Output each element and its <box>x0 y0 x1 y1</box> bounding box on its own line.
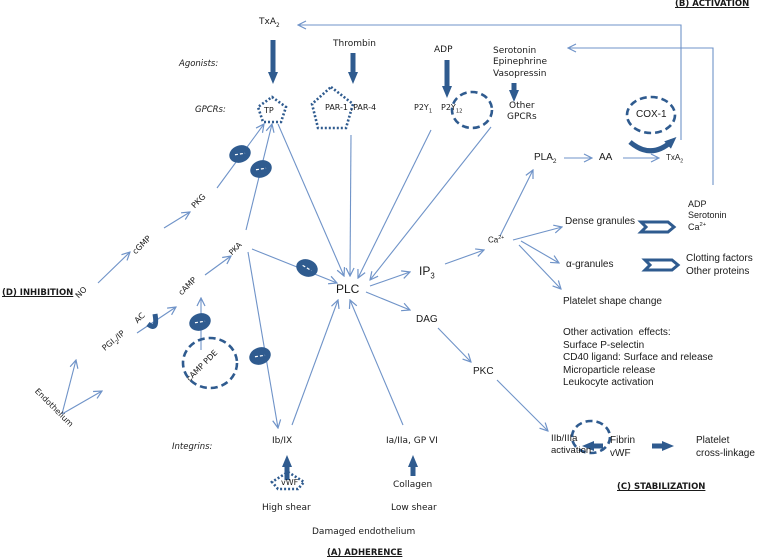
plc-to-dag <box>365 291 410 310</box>
dag-to-pkc <box>437 327 471 362</box>
dense-granules-label: Dense granules <box>565 216 636 227</box>
ip3-to-ca <box>444 250 484 265</box>
receptor-shapes <box>256 85 355 491</box>
agonists-row-label: Agonists: <box>179 59 219 69</box>
tp-receptor-pentagon <box>256 95 288 124</box>
shape-change-label: Platelet shape change <box>563 296 662 307</box>
ac-curved-arrow <box>146 313 159 329</box>
iib-iiia-circle <box>570 419 612 455</box>
receptor-p2y1: P2Y1 <box>414 103 433 115</box>
inhibitor-icon <box>249 347 271 365</box>
par-to-plc <box>350 134 351 276</box>
node-plc: PLC <box>336 282 360 296</box>
low-shear-label: Low shear <box>391 503 437 513</box>
ca-to-pla2 <box>499 170 533 237</box>
receptor-par: PAR-1 ,PAR-4 <box>325 103 377 112</box>
node-aa: AA <box>599 152 613 163</box>
camp-pde-circle <box>181 336 239 390</box>
other-gpcr-to-plc <box>370 126 492 280</box>
integrin-ia-iia-gpvi: Ia/IIa, GP VI <box>386 436 438 446</box>
inhibitor-symbols <box>189 145 318 365</box>
high-shear-label: High shear <box>262 503 311 513</box>
node-ip3: IP3 <box>419 264 435 281</box>
p2y1-to-plc <box>358 129 432 278</box>
vwf-pentagon <box>270 470 306 491</box>
pkc-to-iib <box>496 379 548 431</box>
damaged-endothelium-label: Damaged endothelium <box>312 527 416 537</box>
plc-to-ip3 <box>369 272 410 287</box>
cox1-curved-arrow <box>628 136 677 154</box>
cox1-circle <box>625 95 677 135</box>
enzyme-cox1: COX-1 <box>636 109 667 120</box>
node-pkc: PKC <box>473 366 494 377</box>
pka-to-plc <box>251 248 337 283</box>
section-activation: (B) ACTIVATION <box>675 0 750 9</box>
other-activation-effects: Other activation effects:Surface P-selec… <box>563 327 714 388</box>
secretion-arrows <box>637 220 681 272</box>
ia-to-plc <box>350 300 404 426</box>
node-pla2: PLA2 <box>534 152 557 165</box>
par-receptor-pentagon <box>310 85 355 130</box>
node-ca: Ca2+ <box>488 235 505 245</box>
ca-to-shape <box>518 244 561 289</box>
inhibitor-icon <box>250 160 272 178</box>
inhibitor-icon <box>189 313 211 331</box>
agonist-thrombin: Thrombin <box>333 39 376 49</box>
tp-to-plc <box>277 123 344 276</box>
collagen-label: Collagen <box>393 480 433 490</box>
agonist-adp: ADP <box>434 45 453 55</box>
section-adherence: (A) ADHERENCE <box>327 548 403 558</box>
receptor-p2y12: P2Y12 <box>441 103 463 115</box>
inhibitor-icon <box>229 145 251 163</box>
integrin-ib-ix: Ib/IX <box>272 436 293 446</box>
endo-to-no <box>61 360 76 415</box>
ca-to-alpha <box>520 240 559 263</box>
ca-to-dense <box>512 227 562 241</box>
dense-secretion-icon <box>637 220 677 234</box>
gpcrs-row-label: GPCRs: <box>195 105 226 115</box>
receptor-tp: TP <box>264 106 274 115</box>
pka-to-ib <box>247 251 278 428</box>
vwf-label: vWF <box>281 478 299 487</box>
p2y12-circle <box>450 90 494 130</box>
dense-feedback-arrow <box>568 48 714 185</box>
ib-to-plc <box>291 300 338 426</box>
dashed-circles <box>181 90 677 455</box>
alpha-secretion-icon <box>641 258 681 272</box>
thick-arrows <box>268 40 674 480</box>
node-dag: DAG <box>416 314 438 325</box>
alpha-granules-label: α-granules <box>566 259 614 270</box>
agonist-txa2: TxA2 <box>259 17 280 29</box>
camp-to-pka <box>204 256 231 276</box>
inhibitor-icon <box>296 259 318 277</box>
enzyme-curved-arrows <box>146 136 677 329</box>
node-txa2-product: TxA2 <box>666 153 684 165</box>
txa2-feedback-arrow <box>298 25 682 140</box>
section-stabilization: (C) STABILIZATION <box>617 482 706 492</box>
cgmp-to-pkg <box>163 212 190 229</box>
section-inhibition: (D) INHIBITION <box>2 288 74 298</box>
endo-to-pgi2 <box>61 391 102 415</box>
integrins-row-label: Integrins: <box>172 442 213 452</box>
no-to-cgmp <box>97 252 130 284</box>
